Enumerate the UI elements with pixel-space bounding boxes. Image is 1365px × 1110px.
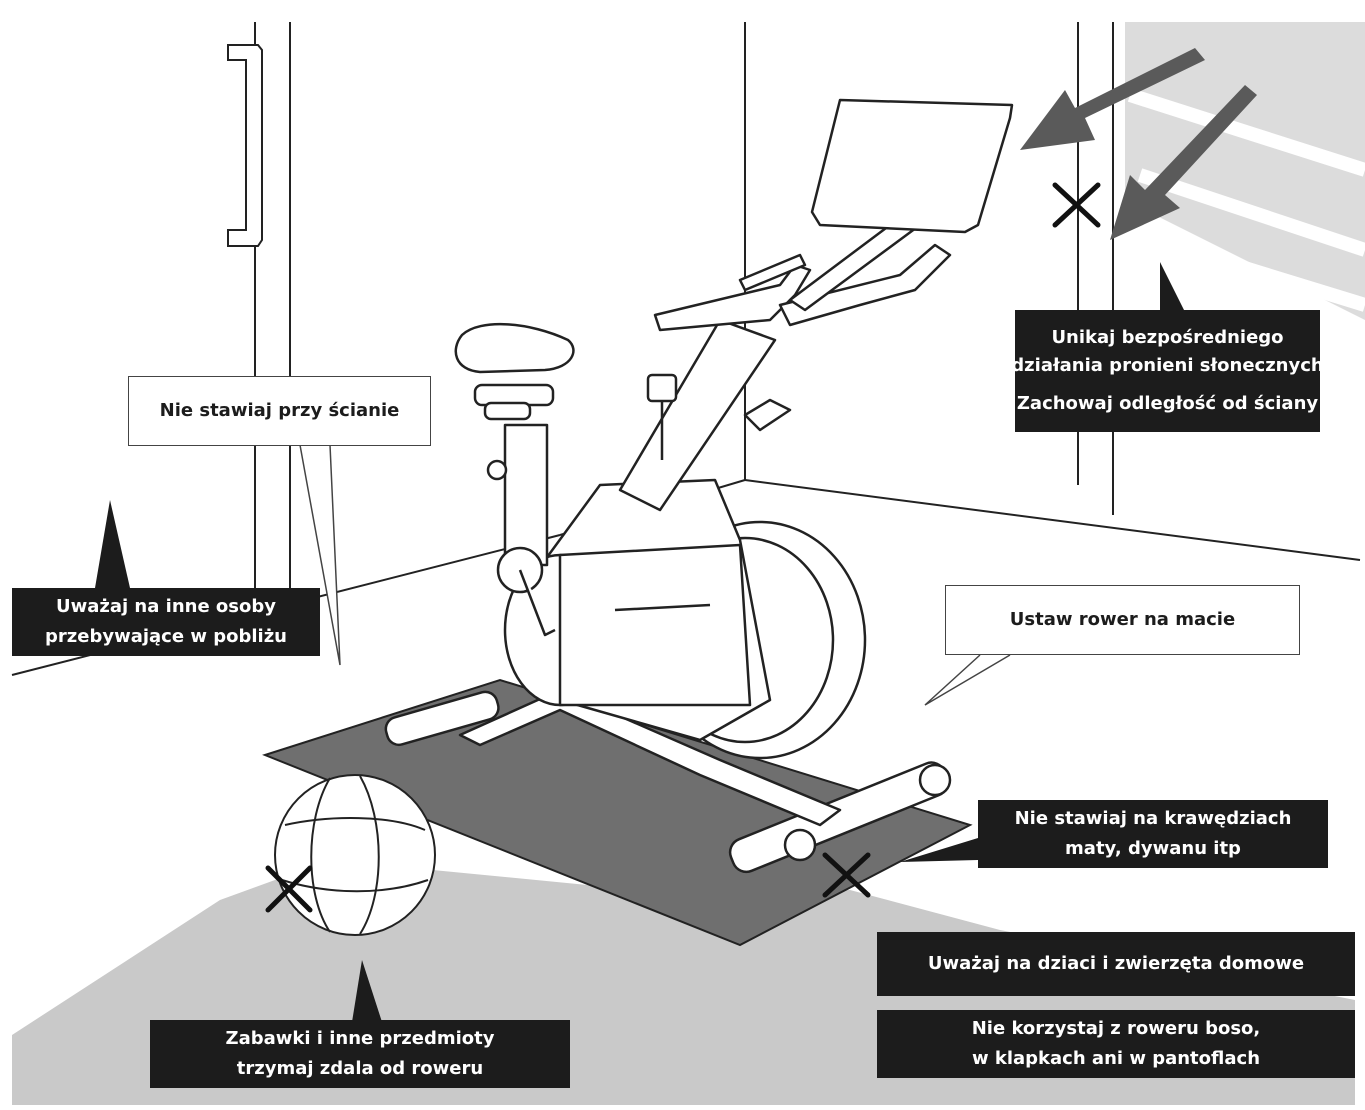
callout-toys: Zabawki i inne przedmioty trzymaj zdala … xyxy=(150,1020,570,1088)
callout-barefoot-line1: Nie korzystaj z roweru boso, xyxy=(971,1018,1261,1039)
callout-sunlight: Unikaj bezpośredniego działania pronieni… xyxy=(1011,310,1324,432)
callout-people-line1: Uważaj na inne osoby xyxy=(55,596,277,617)
callout-wall: Nie stawiaj przy ścianie xyxy=(128,376,431,446)
callout-toys-line2: trzymaj zdala od roweru xyxy=(236,1058,484,1079)
callout-kids-line1: Uważaj na dziaci i zwierzęta domowe xyxy=(927,953,1305,974)
callout-barefoot: Nie korzystaj z roweru boso, w klapkach … xyxy=(877,1010,1355,1078)
ball xyxy=(274,774,436,936)
callout-toys-line1: Zabawki i inne przedmioty xyxy=(225,1028,495,1049)
callout-mat: Ustaw rower na macie xyxy=(945,585,1300,655)
door-handle xyxy=(227,44,263,247)
callout-barefoot-line2: w klapkach ani w pantoflach xyxy=(971,1048,1261,1069)
x-marks xyxy=(265,182,1101,913)
callout-wall-line1: Nie stawiaj przy ścianie xyxy=(159,400,400,421)
sunlight-arrows xyxy=(1020,48,1257,240)
callout-people-line2: przebywające w pobliżu xyxy=(45,626,287,647)
floor-mat xyxy=(262,678,973,947)
callout-people: Uważaj na inne osoby przebywające w pobl… xyxy=(12,588,320,656)
callout-pointers xyxy=(95,262,1185,1022)
callout-edges: Nie stawiaj na krawędziach maty, dywanu … xyxy=(978,800,1328,868)
exercise-bike xyxy=(384,98,1014,874)
callout-edges-line1: Nie stawiaj na krawędziach xyxy=(1014,808,1292,829)
callout-mat-line1: Ustaw rower na macie xyxy=(1009,609,1236,630)
callout-sunlight-line2: działania pronieni słonecznych xyxy=(1011,355,1324,376)
window-stripes xyxy=(1127,88,1365,312)
sunlight-area xyxy=(1125,22,1365,320)
callout-edges-line2: maty, dywanu itp xyxy=(1065,838,1241,859)
callout-kids: Uważaj na dziaci i zwierzęta domowe xyxy=(877,932,1355,996)
callout-sunlight-line3: Zachowaj odległość od ściany xyxy=(1016,393,1319,414)
callout-sunlight-line1: Unikaj bezpośredniego xyxy=(1051,327,1284,348)
